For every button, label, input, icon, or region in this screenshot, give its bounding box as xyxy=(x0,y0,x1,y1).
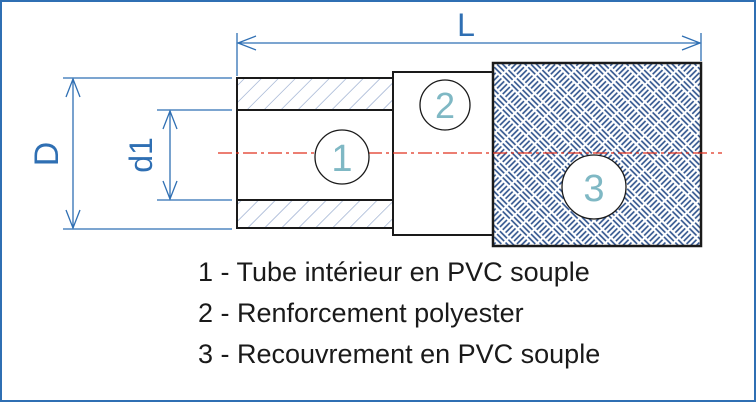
callout-part-3: 3 xyxy=(561,154,627,220)
dimension-length xyxy=(236,33,702,76)
dimension-outer-diameter-label: D xyxy=(28,142,66,167)
dimension-inner-diameter xyxy=(157,109,232,201)
legend: 1 - Tube intérieur en PVC souple 2 - Ren… xyxy=(198,252,600,375)
callout-part-1-number: 1 xyxy=(331,138,352,180)
legend-item-reinforcement: 2 - Renforcement polyester xyxy=(198,298,524,328)
legend-item-inner-tube: 1 - Tube intérieur en PVC souple xyxy=(198,257,590,287)
dimension-length-label: L xyxy=(457,7,475,43)
callout-part-2-number: 2 xyxy=(435,85,455,126)
dimension-inner-diameter-label: d1 xyxy=(123,137,159,173)
callout-part-1: 1 xyxy=(314,129,370,185)
dimension-outer-diameter xyxy=(63,77,232,230)
legend-item-cover: 3 - Recouvrement en PVC souple xyxy=(198,339,601,369)
callout-part-3-number: 3 xyxy=(583,168,604,210)
callout-part-2: 2 xyxy=(419,79,471,131)
